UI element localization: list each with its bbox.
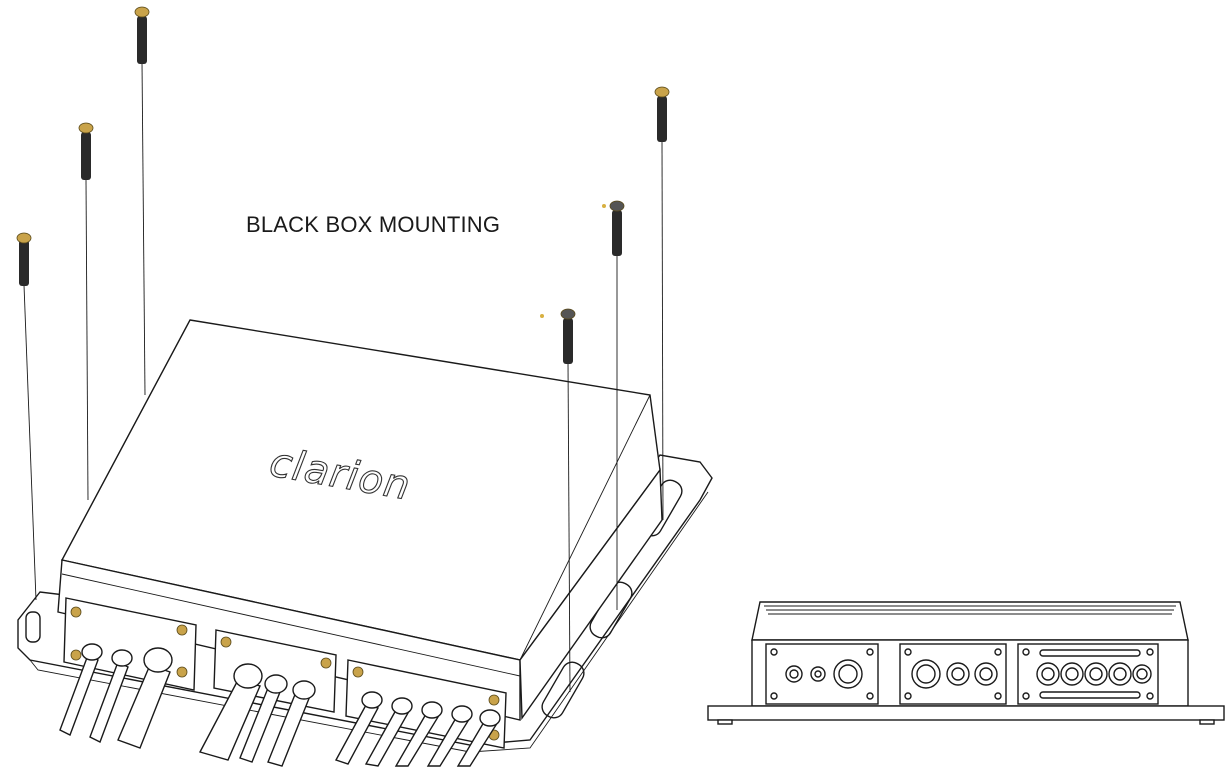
screw-3 [134,6,150,396]
black-box-front-view [707,601,1225,725]
front-view-panel-1 [765,643,879,705]
screw-4 [540,308,576,693]
screw-1 [16,232,37,601]
front-view-panel-2 [899,643,1007,705]
flange-slot [541,661,585,719]
screw-5 [602,200,625,610]
box-side-face [519,467,663,721]
screw-2 [78,122,94,501]
cable-bundle [59,643,501,767]
screw-6 [654,86,670,521]
front-view-panel-3 [1017,643,1159,705]
flange-slot [25,611,41,643]
diagram-title: BLACK BOX MOUNTING [246,212,501,237]
black-box-isometric: clarion [17,319,713,767]
front-view-base-plate [707,705,1225,721]
